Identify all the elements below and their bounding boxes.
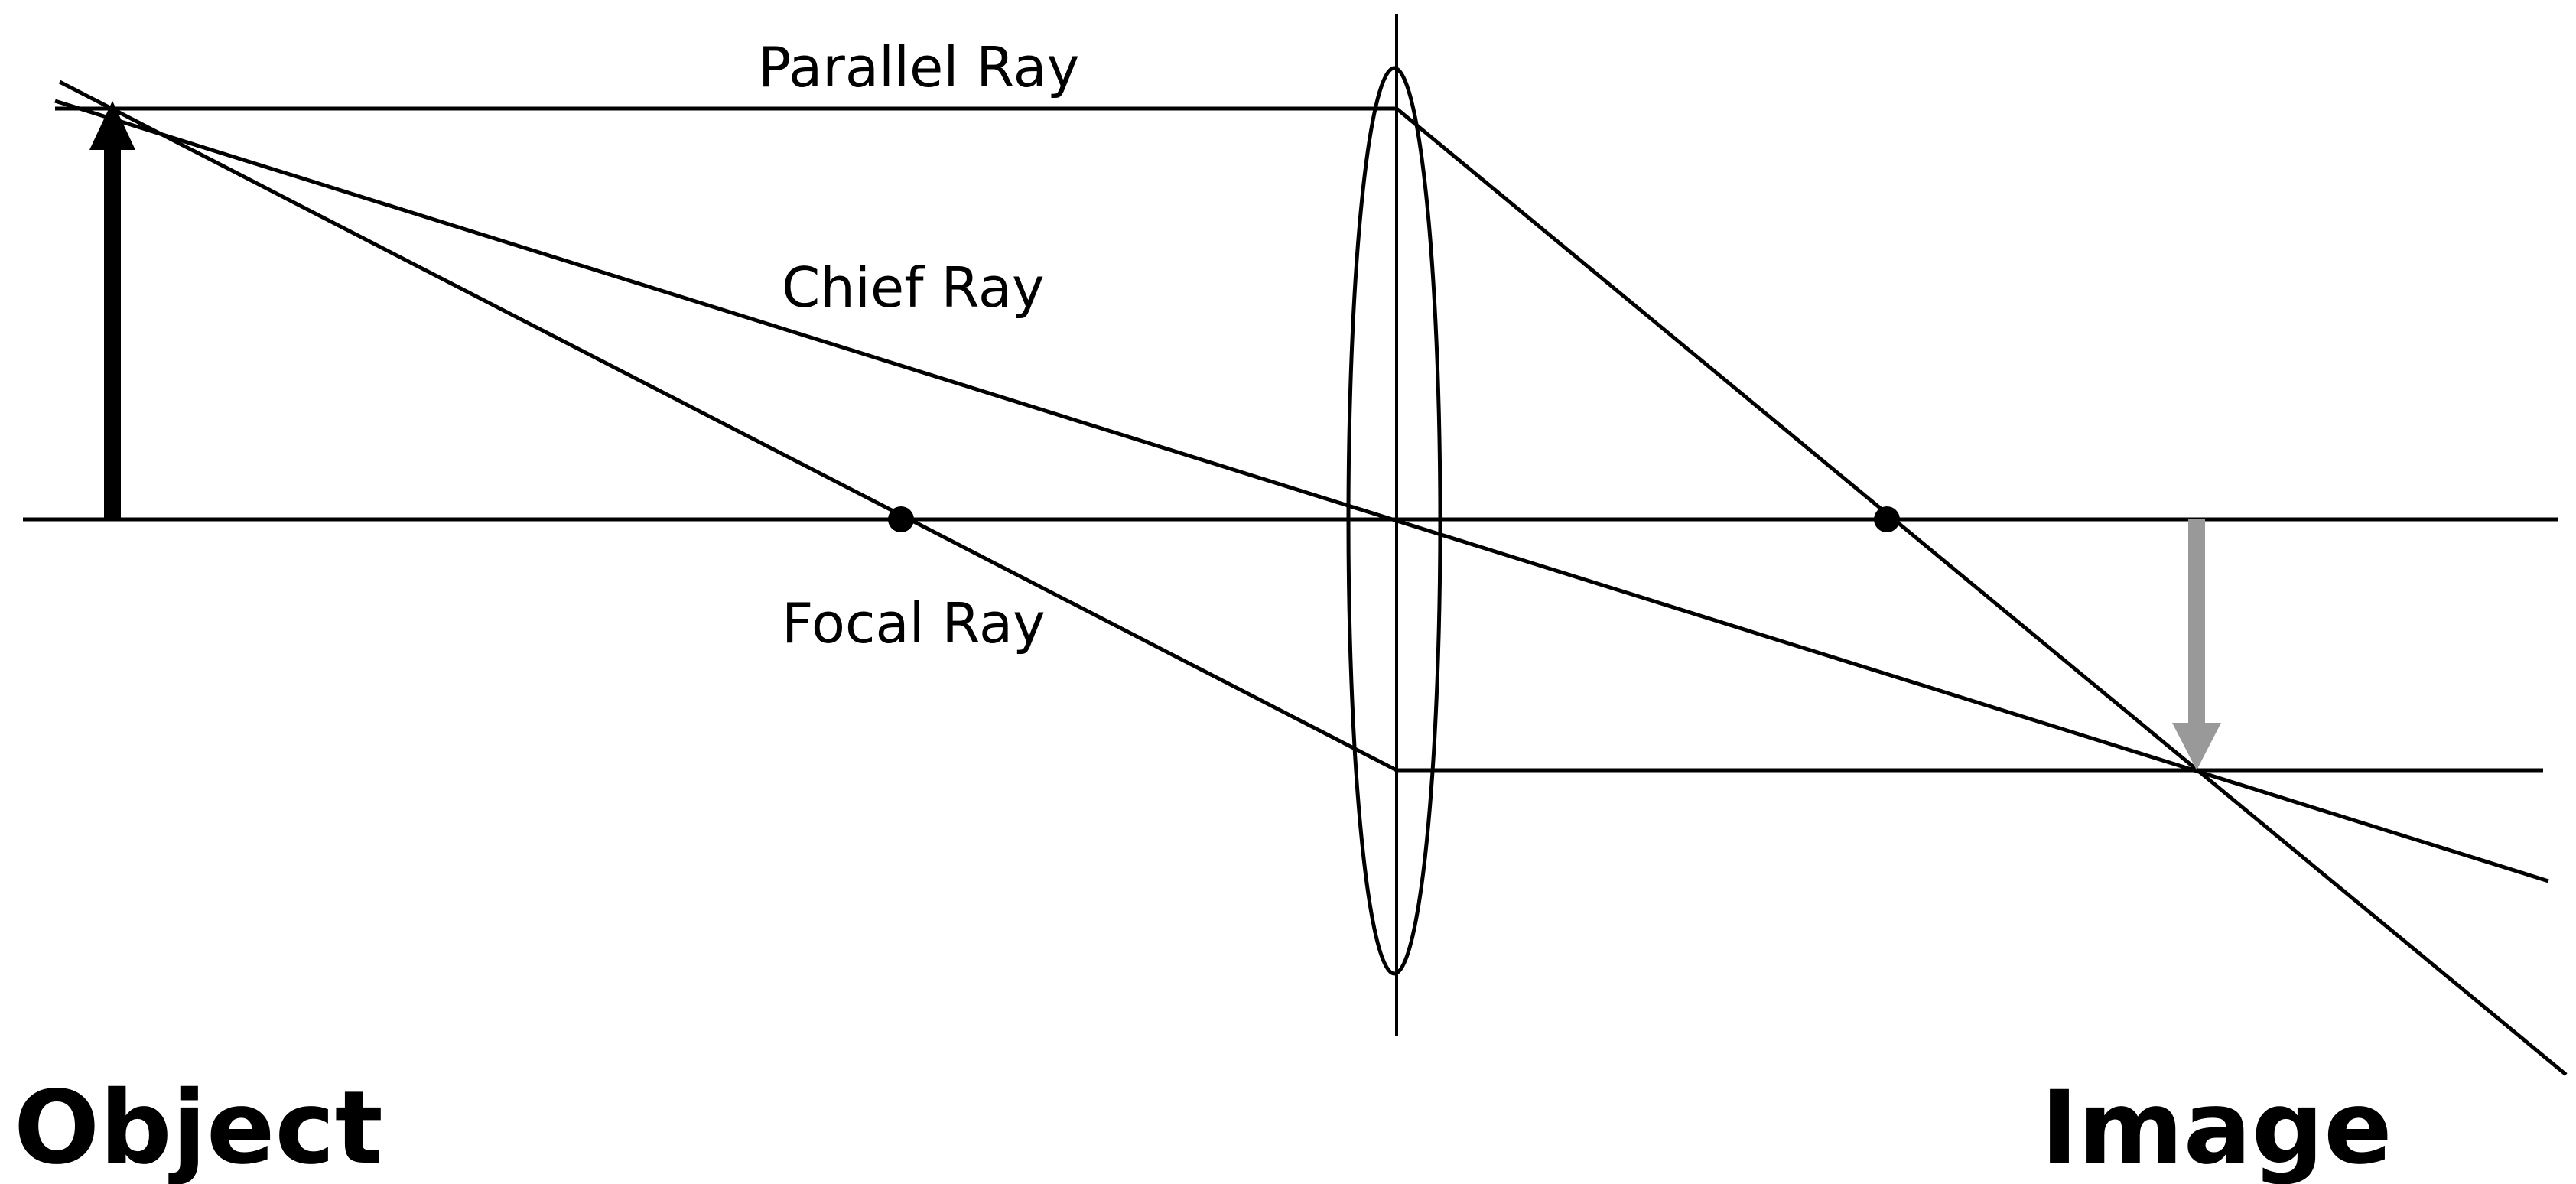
focal-ray: [58, 80, 2543, 773]
focal-ray-label: Focal Ray: [782, 591, 1046, 655]
parallel-ray: [55, 106, 2568, 1076]
image-label: Image: [2041, 1069, 2392, 1184]
dot-icon: [888, 506, 914, 532]
parallel-ray-label: Parallel Ray: [758, 35, 1079, 99]
chief-ray-label: Chief Ray: [782, 255, 1045, 320]
down-arrow-icon: [2172, 723, 2221, 770]
object-label: Object: [14, 1069, 383, 1184]
dot-icon: [1874, 506, 1900, 532]
chief-ray: [54, 99, 2549, 883]
lens: [1346, 66, 1442, 976]
up-arrow-icon: [89, 101, 135, 150]
